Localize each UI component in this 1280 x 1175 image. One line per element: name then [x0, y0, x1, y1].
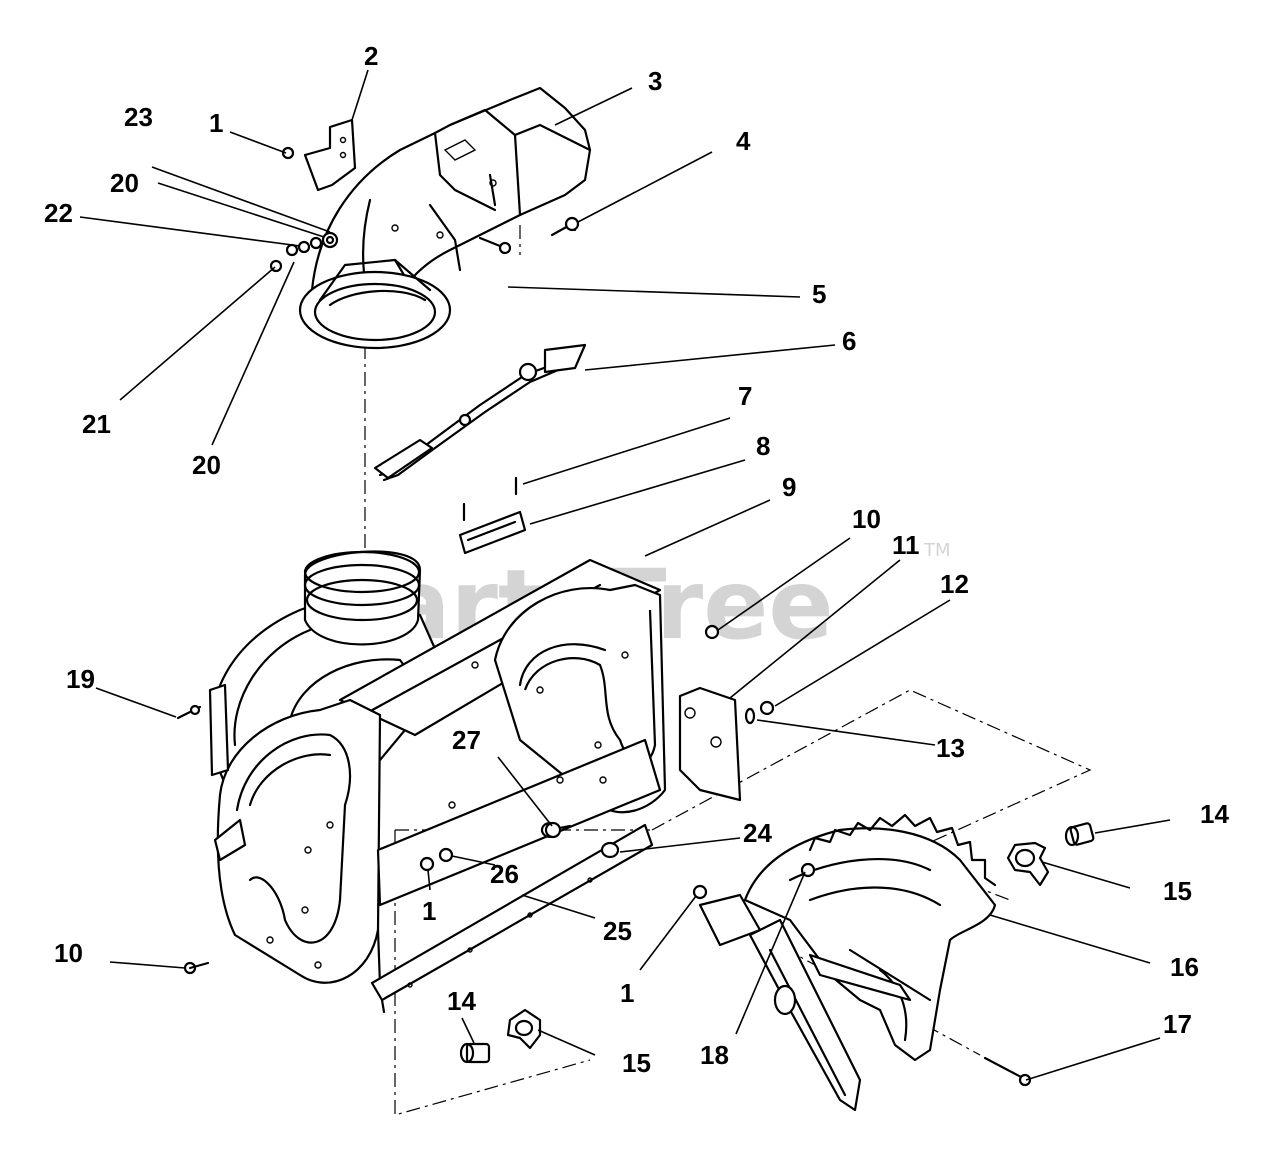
bracket [303, 118, 357, 192]
callout-26: 26 [490, 859, 519, 889]
callout-14-lower: 14 [447, 986, 476, 1016]
callout-8: 8 [756, 431, 770, 461]
callout-10-left: 10 [54, 938, 83, 968]
callout-17: 17 [1163, 1009, 1192, 1039]
callout-10: 10 [852, 504, 881, 534]
chute-hardware [269, 146, 580, 273]
callout-27: 27 [452, 725, 481, 755]
callout-3: 3 [648, 66, 662, 96]
bearing-plate [678, 686, 742, 802]
callout-21: 21 [82, 409, 111, 439]
callout-19: 19 [66, 664, 95, 694]
callout-9: 9 [782, 472, 796, 502]
callout-15-lower: 15 [622, 1048, 651, 1078]
callout-1: 1 [209, 108, 223, 138]
leader-lines [79, 69, 1171, 1081]
discharge-chute [298, 86, 592, 350]
callout-15: 15 [1163, 876, 1192, 906]
clip-and-bracket [458, 476, 527, 555]
callout-20-lower: 20 [192, 450, 221, 480]
callout-13: 13 [936, 733, 965, 763]
callout-6: 6 [842, 326, 856, 356]
callout-2: 2 [364, 41, 378, 71]
callout-1-center: 1 [422, 896, 436, 926]
callout-23: 23 [124, 102, 153, 132]
auger-housing [208, 550, 667, 987]
callout-22: 22 [44, 198, 73, 228]
scraper-bar [370, 821, 654, 1014]
callout-5: 5 [812, 279, 826, 309]
callout-14: 14 [1200, 799, 1229, 829]
callout-7: 7 [738, 381, 752, 411]
callout-4: 4 [736, 126, 751, 156]
callout-25: 25 [603, 916, 632, 946]
callout-16: 16 [1170, 952, 1199, 982]
callout-24: 24 [743, 818, 772, 848]
auger-assembly [692, 813, 997, 1112]
small-hardware [176, 624, 1032, 1087]
callout-20-upper: 20 [110, 168, 139, 198]
callout-labels: 1 2 3 4 5 6 7 8 9 10 11 12 13 14 15 16 1… [44, 41, 1229, 1078]
callout-18: 18 [700, 1040, 729, 1070]
watermark-trademark: TM [923, 540, 951, 561]
bearings [459, 822, 1095, 1064]
chute-crank-rod [373, 343, 587, 482]
callout-11: 11 [892, 530, 920, 560]
callout-12: 12 [940, 569, 969, 599]
callout-1-auger: 1 [620, 978, 634, 1008]
